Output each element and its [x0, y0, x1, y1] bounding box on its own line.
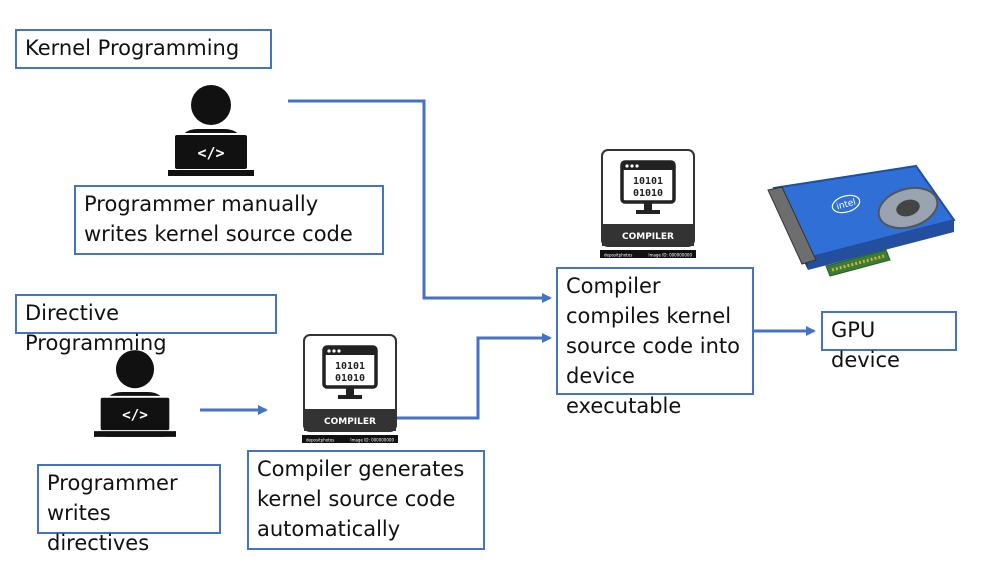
directive-description-box: Programmer writes directives: [37, 464, 221, 555]
compiler-icon: 10101 01010 COMPILER depositphotos Image…: [600, 149, 696, 258]
compiler-compiles-line-1: Compiler: [566, 274, 661, 298]
kernel-programming-title: Kernel Programming: [15, 29, 272, 69]
compiler-icon-footer-right: Image ID: 000000000: [350, 438, 394, 443]
compiler-compiles-line-4: device executable: [566, 364, 682, 418]
compiler-binary-row-1: 10101: [335, 361, 365, 372]
compiler-icon-footer-right: Image ID: 000000000: [648, 253, 692, 258]
kernel-programming-title-text: Kernel Programming: [25, 36, 240, 60]
compiler-icon-label: COMPILER: [622, 232, 674, 242]
compiler-icon-footer-left: depositphotos: [306, 438, 334, 443]
compiler-binary-row-1: 10101: [633, 176, 663, 187]
kernel-description-box: Programmer manually writes kernel source…: [74, 185, 384, 255]
arrow-generated-to-compiler: [397, 333, 552, 420]
directive-description-line-1: Programmer: [47, 471, 178, 495]
directive-programming-title: Directive Programming: [15, 294, 277, 355]
compiler-generates-line-1: Compiler generates: [257, 457, 465, 481]
compiler-binary-row-2: 01010: [633, 188, 663, 199]
compiler-compiles-line-2: compiles kernel: [566, 304, 732, 328]
compiler-icon-label: COMPILER: [324, 417, 376, 427]
compiler-compiles-box: Compiler compiles kernel source code int…: [556, 267, 754, 418]
compiler-icon: 10101 01010 COMPILER depositphotos Image…: [302, 334, 398, 443]
svg-text:</>: </>: [122, 408, 148, 424]
compiler-generates-line-3: automatically: [257, 517, 401, 541]
compiler-binary-row-2: 01010: [335, 373, 365, 384]
directive-programming-title-text: Directive Programming: [25, 301, 167, 355]
compiler-compiles-line-3: source code into: [566, 334, 740, 358]
gpu-device-label: GPU device: [831, 318, 900, 372]
gpu-device-box: GPU device: [821, 311, 957, 372]
compiler-icon-footer-left: depositphotos: [604, 253, 632, 258]
compiler-generates-box: Compiler generates kernel source code au…: [247, 450, 485, 550]
kernel-description-line-1: Programmer manually: [84, 192, 319, 216]
arrow-kernel-to-compiler: [288, 99, 552, 303]
kernel-description-line-2: writes kernel source code: [84, 222, 353, 246]
gpu-card-image: intel: [767, 164, 956, 277]
programmer-icon: </>: [168, 85, 254, 176]
directive-description-line-2: writes directives: [47, 501, 150, 555]
compiler-generates-line-2: kernel source code: [257, 487, 456, 511]
programmer-icon: </>: [94, 350, 176, 437]
svg-text:</>: </>: [197, 144, 224, 162]
